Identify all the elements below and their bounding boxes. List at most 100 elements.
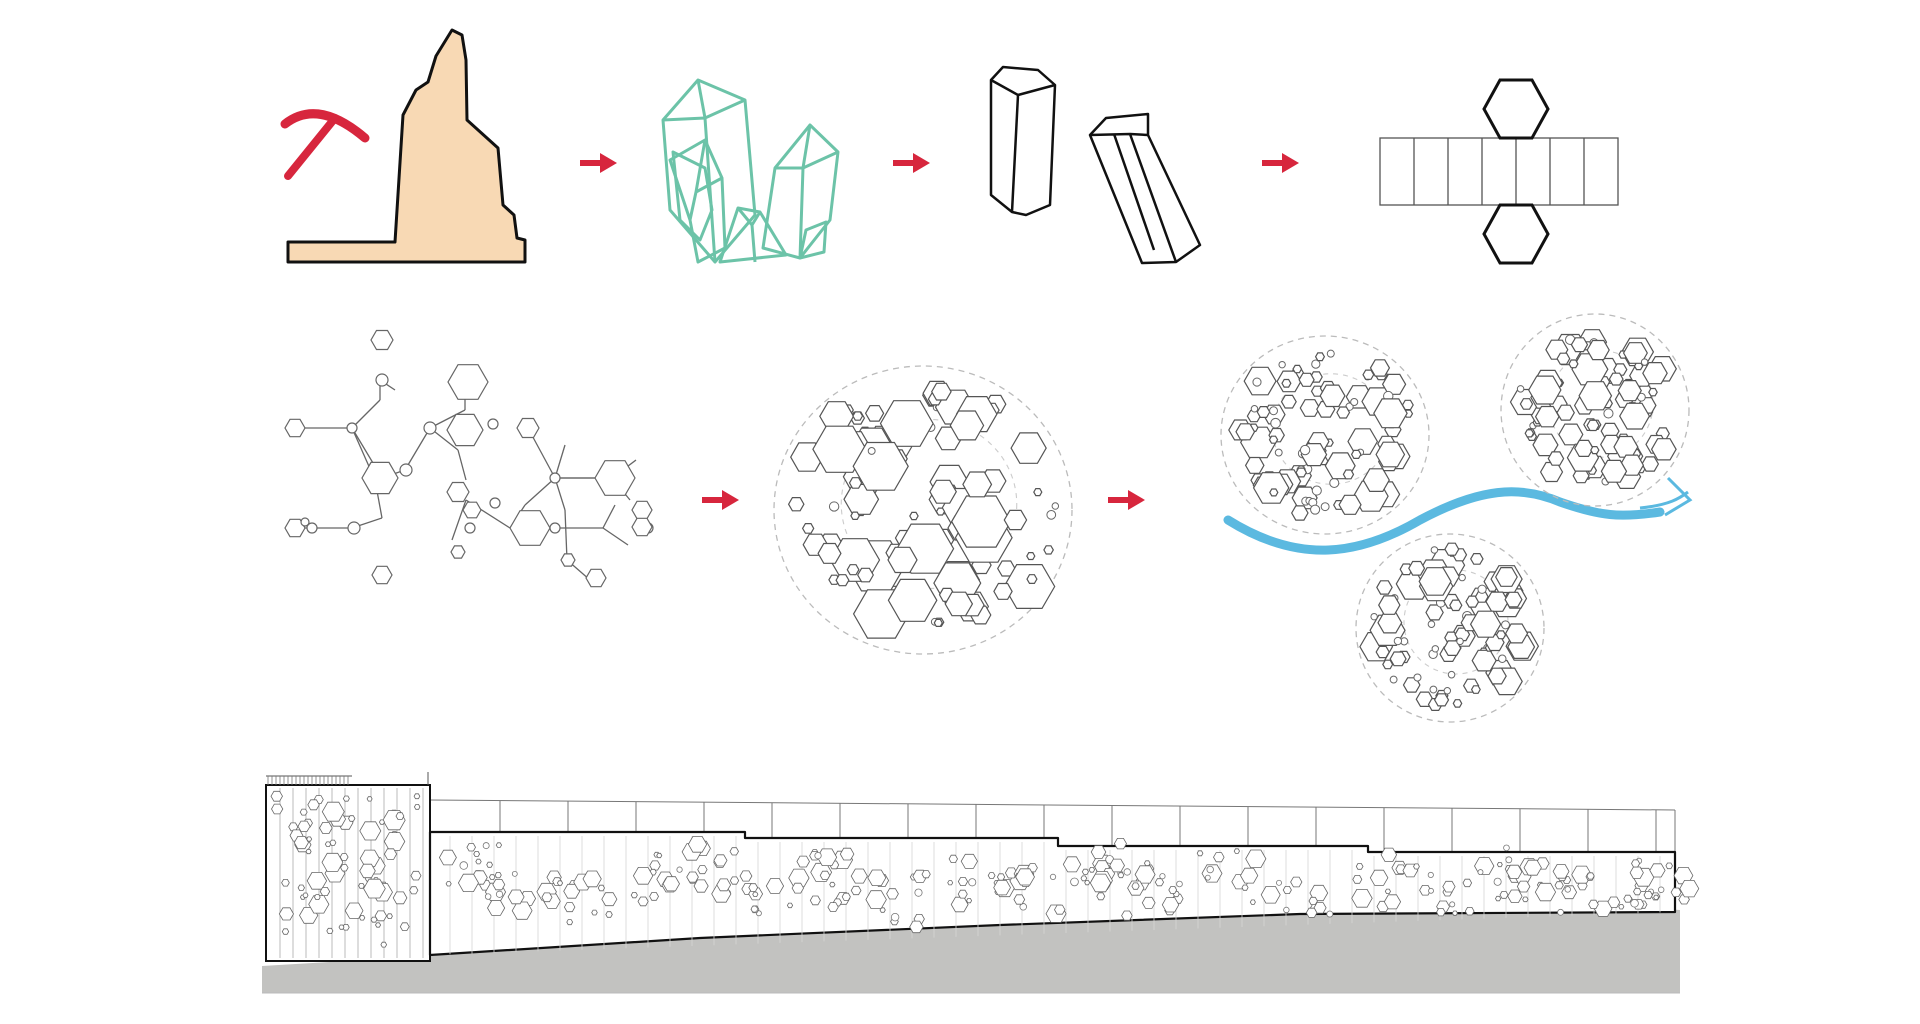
hexagon-shape [909, 511, 919, 521]
arrow-icon [1108, 490, 1145, 510]
hexagon-shape [1113, 838, 1127, 850]
hexagon-shape [597, 884, 605, 892]
cluster-node [1603, 408, 1614, 419]
wall-node [1630, 899, 1639, 908]
hexagon-shape [656, 852, 663, 859]
hexagon-shape [342, 795, 350, 802]
hexagon-shape [348, 815, 356, 822]
hexagon-shape [383, 848, 398, 860]
hexagon-shape [839, 847, 855, 861]
hexagon-shape [473, 851, 481, 857]
hexagon-shape [1362, 369, 1375, 380]
hexagon-shape [374, 910, 388, 922]
network-node [464, 522, 476, 534]
hexagon-shape [1362, 468, 1390, 492]
cluster-node [1299, 444, 1311, 456]
hexagon-shape [1623, 894, 1633, 903]
hexagon-shape [582, 870, 602, 888]
hexagon-shape [962, 471, 993, 498]
hexagon-shape [1280, 394, 1297, 409]
cluster-node [1046, 509, 1057, 520]
hexagon-shape [848, 477, 863, 489]
hexagon-shape [1382, 659, 1394, 670]
hexagon-shape [909, 920, 924, 934]
cluster-node [1350, 397, 1359, 407]
rock-icon [286, 28, 527, 264]
hexagon-shape [1355, 863, 1364, 870]
hexagon-shape [494, 872, 502, 879]
hexagon-shape [996, 873, 1006, 881]
cluster-node [1456, 637, 1464, 646]
hexagon-shape [585, 568, 607, 588]
hexagon-shape [1121, 910, 1133, 921]
network-link [524, 477, 556, 506]
cluster-node [1413, 673, 1422, 682]
hexagon-shape [1504, 591, 1523, 608]
hexagon-shape [631, 517, 653, 537]
hexagon-shape [1670, 887, 1682, 897]
cluster-inner-ring [840, 418, 1018, 590]
hexagon-shape [1308, 896, 1318, 905]
hexagon-shape [921, 870, 931, 879]
hexagon-shape [1381, 373, 1407, 395]
hexagon-shape [1556, 404, 1575, 421]
cluster-node [1326, 349, 1335, 358]
cluster-node [1311, 359, 1321, 369]
hexagon-shape [516, 417, 540, 439]
hexagon-shape [1464, 907, 1475, 916]
cluster-node [1269, 406, 1279, 416]
cluster-node [1431, 645, 1440, 653]
hex-cluster-icon [1355, 533, 1545, 723]
hexagon-shape [563, 902, 576, 913]
hexagon-shape [1679, 880, 1700, 898]
prism-net-hexagon-top [1482, 78, 1550, 140]
hexagon-shape [649, 860, 661, 871]
cluster-boundary [1500, 313, 1690, 507]
cluster-node [1427, 620, 1436, 628]
hexagonal-prism-icon [989, 65, 1202, 265]
wall-node [1326, 910, 1334, 918]
hexagon-shape [1629, 866, 1644, 879]
hexagon-shape [605, 911, 613, 918]
hexagon-shape [340, 864, 349, 872]
hexagon-shape [1235, 423, 1256, 441]
hexagon-shape [1154, 878, 1165, 887]
hexagon-shape [1495, 895, 1502, 902]
cluster-node [1270, 417, 1281, 429]
wall-node [1564, 886, 1571, 893]
hexagon-shape [1003, 509, 1028, 531]
hexagon-shape [1062, 856, 1082, 873]
hexagon-shape [1643, 891, 1653, 900]
ground-slope [262, 905, 1680, 993]
hexagon-shape [1504, 623, 1529, 644]
hexagon-shape [1419, 885, 1432, 896]
cluster-node [1250, 405, 1259, 413]
network-link [404, 427, 431, 471]
hexagon-shape [1495, 630, 1507, 640]
hexagon-shape [1168, 886, 1178, 894]
hexagon-shape [446, 413, 484, 447]
hexagon-shape [929, 479, 957, 504]
hexagon-shape [399, 922, 410, 931]
hexagon-shape [297, 820, 311, 832]
hex-cluster-icon [773, 365, 1073, 655]
wall-node [1070, 877, 1079, 887]
wall-node [914, 888, 923, 897]
hexagon-shape [1081, 868, 1089, 875]
hexagon-shape [1633, 887, 1642, 896]
hexagon-shape [1352, 875, 1363, 884]
hexagon-shape [492, 879, 506, 891]
hexagon-shape [1347, 428, 1379, 455]
wall-node [1276, 879, 1282, 886]
hexagon-shape [1452, 699, 1463, 708]
network-link [351, 399, 381, 429]
hexagon-shape [321, 852, 344, 872]
wall-node [1049, 873, 1057, 881]
network-node [399, 463, 413, 477]
hexagon-shape [1469, 610, 1502, 638]
hexagon-shape [1004, 867, 1018, 879]
hexagon-shape [378, 819, 385, 825]
hexagon-shape [358, 883, 365, 889]
wall-node [1176, 880, 1183, 888]
